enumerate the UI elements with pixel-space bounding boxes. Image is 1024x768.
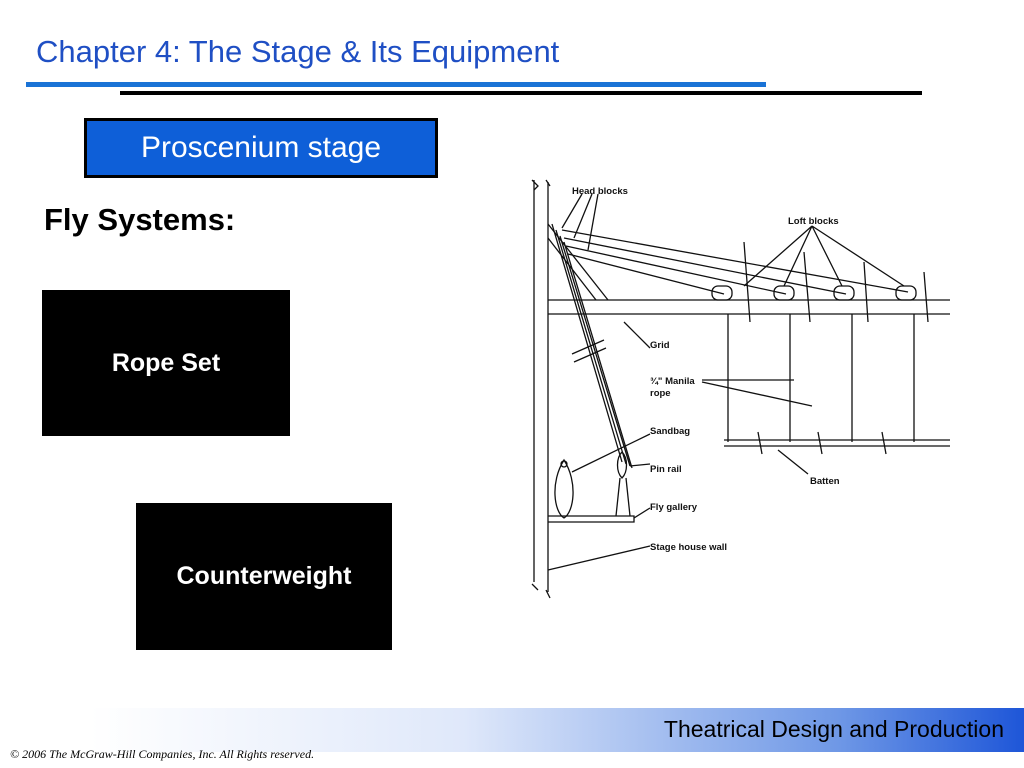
- label-sandbag: Sandbag: [650, 426, 690, 437]
- label-stage-house-wall: Stage house wall: [650, 542, 727, 553]
- subtitle-box: Proscenium stage: [84, 118, 438, 178]
- label-pin-rail: Pin rail: [650, 464, 682, 475]
- label-loft-blocks: Loft blocks: [788, 216, 839, 227]
- label-manila-rope-1: ¾" Manila: [650, 376, 695, 387]
- section-heading: Fly Systems:: [44, 202, 236, 237]
- label-fly-gallery: Fly gallery: [650, 502, 698, 513]
- counterweight-button[interactable]: Counterweight: [136, 503, 392, 650]
- title-underline-blue: [26, 82, 766, 87]
- rope-set-button[interactable]: Rope Set: [42, 290, 290, 436]
- label-grid: Grid: [650, 340, 670, 351]
- title-underline-black: [120, 91, 922, 95]
- fly-system-diagram: Head blocks Loft blocks Grid ¾" Manila r…: [531, 179, 950, 599]
- copyright-notice: © 2006 The McGraw-Hill Companies, Inc. A…: [10, 747, 315, 761]
- slide-title: Chapter 4: The Stage & Its Equipment: [36, 34, 560, 69]
- label-manila-rope-2: rope: [650, 388, 671, 399]
- label-head-blocks: Head blocks: [572, 186, 628, 197]
- label-batten: Batten: [810, 476, 840, 487]
- footer-band: [90, 708, 1024, 752]
- footer-course-title: Theatrical Design and Production: [663, 716, 1004, 742]
